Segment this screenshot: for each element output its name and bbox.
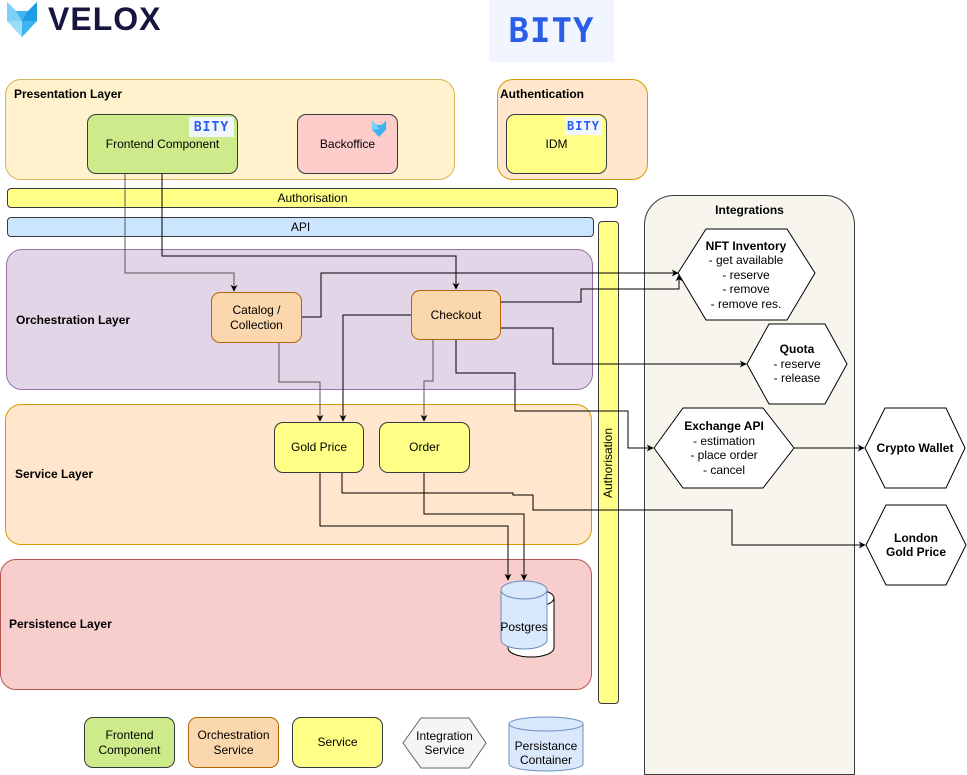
order-service[interactable]: Order: [379, 422, 470, 473]
backoffice-label: Backoffice: [319, 136, 376, 151]
catalog-label-line2: Collection: [230, 317, 283, 332]
nft-item: - remove: [722, 282, 770, 297]
legend-integration-line2: Service: [424, 743, 465, 757]
catalog-collection[interactable]: Catalog / Collection: [211, 292, 302, 343]
connector-checkout-order: [420, 340, 434, 422]
connector-checkout-quota: [501, 327, 747, 368]
connector-checkout-exchange: [455, 340, 654, 452]
backoffice[interactable]: Backoffice: [297, 114, 398, 174]
nft-item: - reserve: [722, 267, 770, 282]
velox-logo: VELOX: [4, 0, 174, 40]
legend-persistance-line1: Persistance: [514, 738, 578, 753]
quota-text: Quota - reserve - release: [760, 340, 834, 388]
connectors: [124, 174, 866, 581]
quota-item: - release: [773, 371, 821, 386]
bity-wordmark: BITY: [508, 11, 595, 51]
bity-badge-text: BITY: [567, 119, 600, 133]
connector-catalog-goldprice: [278, 343, 324, 422]
legend-orchestration: Orchestration Service: [188, 717, 279, 768]
authorisation-bar: Authorisation: [7, 188, 618, 208]
legend-persistance-line2: Container: [519, 753, 573, 767]
crypto-wallet-title: Crypto Wallet: [876, 440, 954, 455]
legend-integration-hex: [402, 717, 487, 769]
connector-frontend-catalog: [124, 174, 238, 292]
nft-inventory-text: NFT Inventory - get available - reserve …: [690, 236, 802, 314]
catalog-label-line1: Catalog /: [232, 302, 281, 317]
london-gold-title-line1: London: [894, 530, 938, 545]
gold-price-label: Gold Price: [290, 440, 348, 454]
legend-persistance-cylinder: [508, 716, 584, 772]
exchange-api-text: Exchange API - estimation - place order …: [668, 418, 780, 478]
legend-orchestration-line2: Service: [213, 742, 254, 757]
gold-price-service[interactable]: Gold Price: [274, 422, 364, 473]
connector-catalog-nft: [302, 269, 679, 318]
legend-service-label: Service: [317, 735, 358, 749]
exchange-item: - estimation: [692, 433, 756, 448]
london-gold-price-hex[interactable]: [865, 504, 967, 586]
postgres-label: Postgres: [500, 620, 548, 634]
api-bar: API: [7, 217, 594, 237]
legend-frontend: Frontend Component: [84, 717, 175, 768]
connector-goldprice-london: [341, 473, 866, 549]
authorisation-bar-label: Authorisation: [277, 191, 348, 205]
nft-item: - remove res.: [710, 296, 782, 311]
london-gold-title-line2: Gold Price: [885, 545, 947, 559]
velox-fox-icon: [7, 2, 37, 37]
quota-item: - reserve: [773, 356, 821, 371]
checkout[interactable]: Checkout: [411, 290, 501, 340]
legend-integration-line1: Integration: [416, 728, 473, 743]
velox-wordmark: VELOX: [48, 1, 162, 37]
london-gold-text: London Gold Price: [866, 527, 966, 563]
connector-frontend-checkout: [161, 174, 460, 290]
persistence-layer: Persistence Layer: [0, 559, 592, 690]
quota-hex[interactable]: [746, 323, 848, 405]
service-layer-label: Service Layer: [15, 467, 94, 481]
legend-service: Service: [292, 717, 383, 768]
idm-label: IDM: [545, 136, 568, 151]
bity-badge-text: BITY: [193, 119, 230, 135]
api-bar-label: API: [290, 220, 311, 234]
legend-integration-text: Integration Service: [403, 728, 486, 758]
persistence-layer-label: Persistence Layer: [9, 617, 112, 631]
connector-checkout-goldprice: [339, 314, 411, 422]
crypto-wallet-text: Crypto Wallet: [865, 430, 965, 466]
quota-title: Quota: [779, 342, 815, 357]
authentication-label: Authentication: [500, 87, 584, 101]
authorisation-side-bar: Authorisation: [598, 221, 619, 704]
checkout-label: Checkout: [430, 307, 482, 322]
frontend-component-label: Frontend Component: [105, 136, 220, 151]
exchange-api-title: Exchange API: [684, 419, 764, 433]
postgres-database-icon: [500, 580, 555, 658]
order-label: Order: [409, 440, 440, 454]
presentation-layer-label: Presentation Layer: [14, 87, 123, 101]
nft-inventory-hex[interactable]: [677, 228, 816, 321]
legend-frontend-line2: Component: [98, 742, 161, 757]
exchange-item: - place order: [690, 448, 758, 462]
legend-persistance-text: Persistance Container: [509, 738, 583, 768]
frontend-bity-badge: BITY: [189, 117, 234, 137]
idm-bity-badge: BITY: [565, 117, 602, 135]
orchestration-layer-label: Orchestration Layer: [16, 313, 131, 327]
connector-checkout-nft: [501, 274, 683, 303]
connector-goldprice-postgres: [319, 473, 512, 581]
crypto-wallet-hex[interactable]: [864, 407, 966, 489]
nft-item: - get available: [708, 253, 784, 268]
bity-logo: BITY: [489, 0, 614, 62]
idm[interactable]: IDM: [506, 114, 607, 174]
nft-inventory-title: NFT Inventory: [705, 238, 787, 253]
legend-frontend-line1: Frontend: [105, 727, 154, 742]
backoffice-velox-icon: [371, 120, 387, 138]
integrations-label: Integrations: [715, 203, 784, 217]
legend-orchestration-line1: Orchestration: [197, 727, 270, 742]
exchange-item: - cancel: [702, 462, 746, 477]
